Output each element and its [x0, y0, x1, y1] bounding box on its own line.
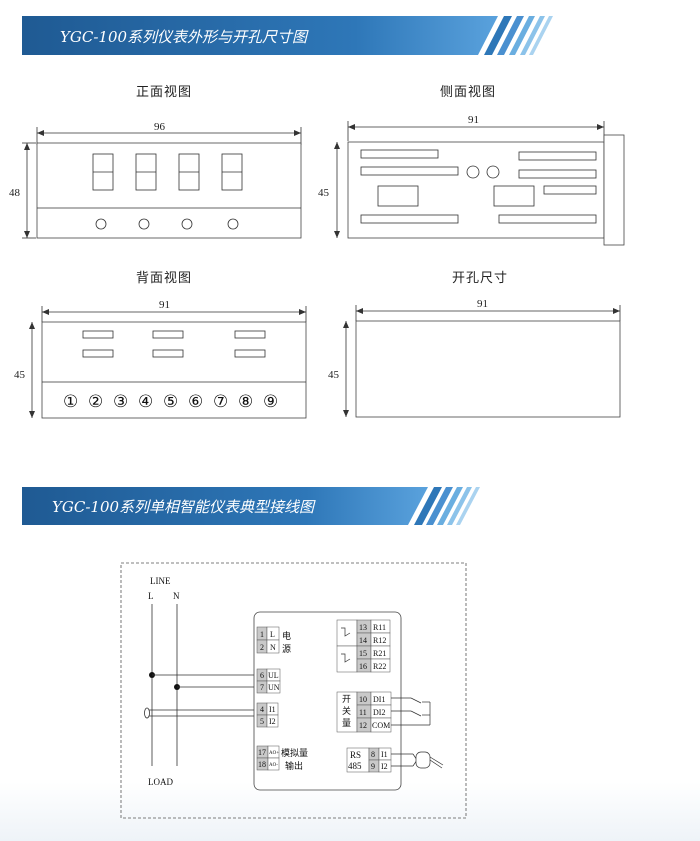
rs485-t8: 8: [371, 750, 375, 759]
analog-t17: 17: [258, 748, 266, 757]
front-view-caption: 正面视图: [136, 85, 192, 100]
analog-output-block: 17 18 AO+ AO- 模拟量 输出: [256, 745, 308, 771]
cutout-view: 开孔尺寸 91 45: [328, 271, 621, 418]
terminal-9: ⑨: [263, 392, 278, 411]
power-n: N: [270, 643, 276, 652]
banner-1-title: YGC-100系列仪表外形与开孔尺寸图: [60, 28, 309, 46]
terminal-1: ①: [63, 392, 78, 411]
back-slots: [82, 330, 266, 358]
analog-label-2: 输出: [285, 760, 303, 771]
current-block: 4 5 I1 I2: [256, 702, 279, 728]
analog-t18: 18: [258, 760, 266, 769]
voltage-un: UN: [268, 683, 280, 692]
current-i2: I2: [269, 717, 276, 726]
side-view: 侧面视图 91 45: [318, 85, 625, 246]
relay-block: 13 14 15 16 R11 R12 R21 R22: [336, 619, 391, 673]
switch-di2: DI2: [373, 708, 385, 717]
rs485-label-2: 485: [348, 761, 362, 771]
relay-r12: R12: [373, 636, 386, 645]
rs485-i2: I2: [381, 762, 388, 771]
voltage-t7: 7: [260, 683, 264, 692]
banner-2-title: YGC-100系列单相智能仪表典型接线图: [52, 498, 316, 516]
cutout-rect: [355, 320, 621, 418]
rs485-i1: I1: [381, 750, 388, 759]
relay-r21: R21: [373, 649, 386, 658]
voltage-block: 6 7 UL UN: [256, 668, 281, 694]
banner-2: YGC-100系列单相智能仪表典型接线图: [22, 487, 480, 525]
rs485-label-1: RS: [350, 750, 361, 760]
digit-displays: [92, 153, 243, 191]
line-label: LINE: [150, 576, 171, 586]
front-view: 正面视图 96 48: [9, 85, 302, 239]
analog-ao-minus: AO-: [269, 763, 278, 768]
back-terminal-numbers: ① ② ③ ④ ⑤ ⑥ ⑦ ⑧ ⑨: [63, 392, 278, 411]
rs485-block: RS 485 8 9 I1 I2: [346, 747, 444, 773]
front-width-label: 96: [154, 121, 166, 133]
current-i1: I1: [269, 705, 276, 714]
rs485-t9: 9: [371, 762, 375, 771]
side-details: [360, 149, 597, 224]
power-label-2: 源: [282, 644, 291, 654]
side-width-label: 91: [468, 114, 479, 126]
switch-t12: 12: [359, 721, 367, 730]
analog-label-1: 模拟量: [281, 747, 308, 758]
power-t2: 2: [260, 643, 264, 652]
wiring-frame: [120, 562, 467, 819]
back-view: 背面视图 91 45 ① ② ③ ④ ⑤ ⑥ ⑦ ⑧ ⑨: [14, 271, 307, 419]
front-panel: [36, 142, 302, 239]
terminal-7: ⑦: [213, 392, 228, 411]
relay-t13: 13: [359, 623, 367, 632]
switch-label-1: 开: [342, 694, 351, 704]
l-label: L: [148, 591, 154, 601]
terminal-4: ④: [138, 392, 153, 411]
switch-label-2: 关: [342, 705, 351, 716]
terminal-3: ③: [113, 392, 128, 411]
switch-t10: 10: [359, 695, 367, 704]
terminal-2: ②: [88, 392, 103, 411]
power-l: L: [270, 630, 275, 639]
cutout-width-label: 91: [477, 298, 488, 310]
banner-1: YGC-100系列仪表外形与开孔尺寸图: [22, 16, 553, 55]
side-bezel: [603, 134, 625, 246]
relay-t16: 16: [359, 662, 367, 671]
switch-com: COM: [372, 721, 390, 730]
n-label: N: [173, 591, 180, 601]
back-width-label: 91: [159, 299, 170, 311]
switch-t11: 11: [359, 708, 367, 717]
relay-t15: 15: [359, 649, 367, 658]
power-label-1: 电: [282, 630, 291, 641]
side-height-label: 45: [318, 187, 330, 199]
side-view-caption: 侧面视图: [440, 85, 496, 100]
terminal-5: ⑤: [163, 392, 178, 411]
power-t1: 1: [260, 630, 264, 639]
switch-input-block: 开 关 量 10 11 12 DI1 DI2 COM: [336, 691, 431, 733]
back-height-label: 45: [14, 369, 26, 381]
front-height-label: 48: [9, 187, 21, 199]
terminal-8: ⑧: [238, 392, 253, 411]
side-body: [347, 141, 605, 239]
current-t4: 4: [260, 705, 264, 714]
voltage-t6: 6: [260, 671, 264, 680]
terminal-6: ⑥: [188, 392, 203, 411]
analog-ao-plus: AO+: [269, 751, 279, 756]
voltage-ul: UL: [268, 671, 279, 680]
wiring-diagram: LINE L N LOAD 1 2 L N 电 源: [120, 562, 467, 819]
cutout-height-label: 45: [328, 369, 340, 381]
back-view-caption: 背面视图: [136, 271, 192, 286]
relay-r11: R11: [373, 623, 386, 632]
power-block: 1 2 L N 电 源: [256, 626, 291, 654]
cutout-caption: 开孔尺寸: [452, 271, 508, 286]
relay-t14: 14: [359, 636, 367, 645]
front-buttons: [95, 218, 239, 230]
relay-r22: R22: [373, 662, 386, 671]
switch-label-3: 量: [342, 718, 351, 728]
current-t5: 5: [260, 717, 264, 726]
switch-di1: DI1: [373, 695, 385, 704]
load-label: LOAD: [148, 777, 173, 787]
